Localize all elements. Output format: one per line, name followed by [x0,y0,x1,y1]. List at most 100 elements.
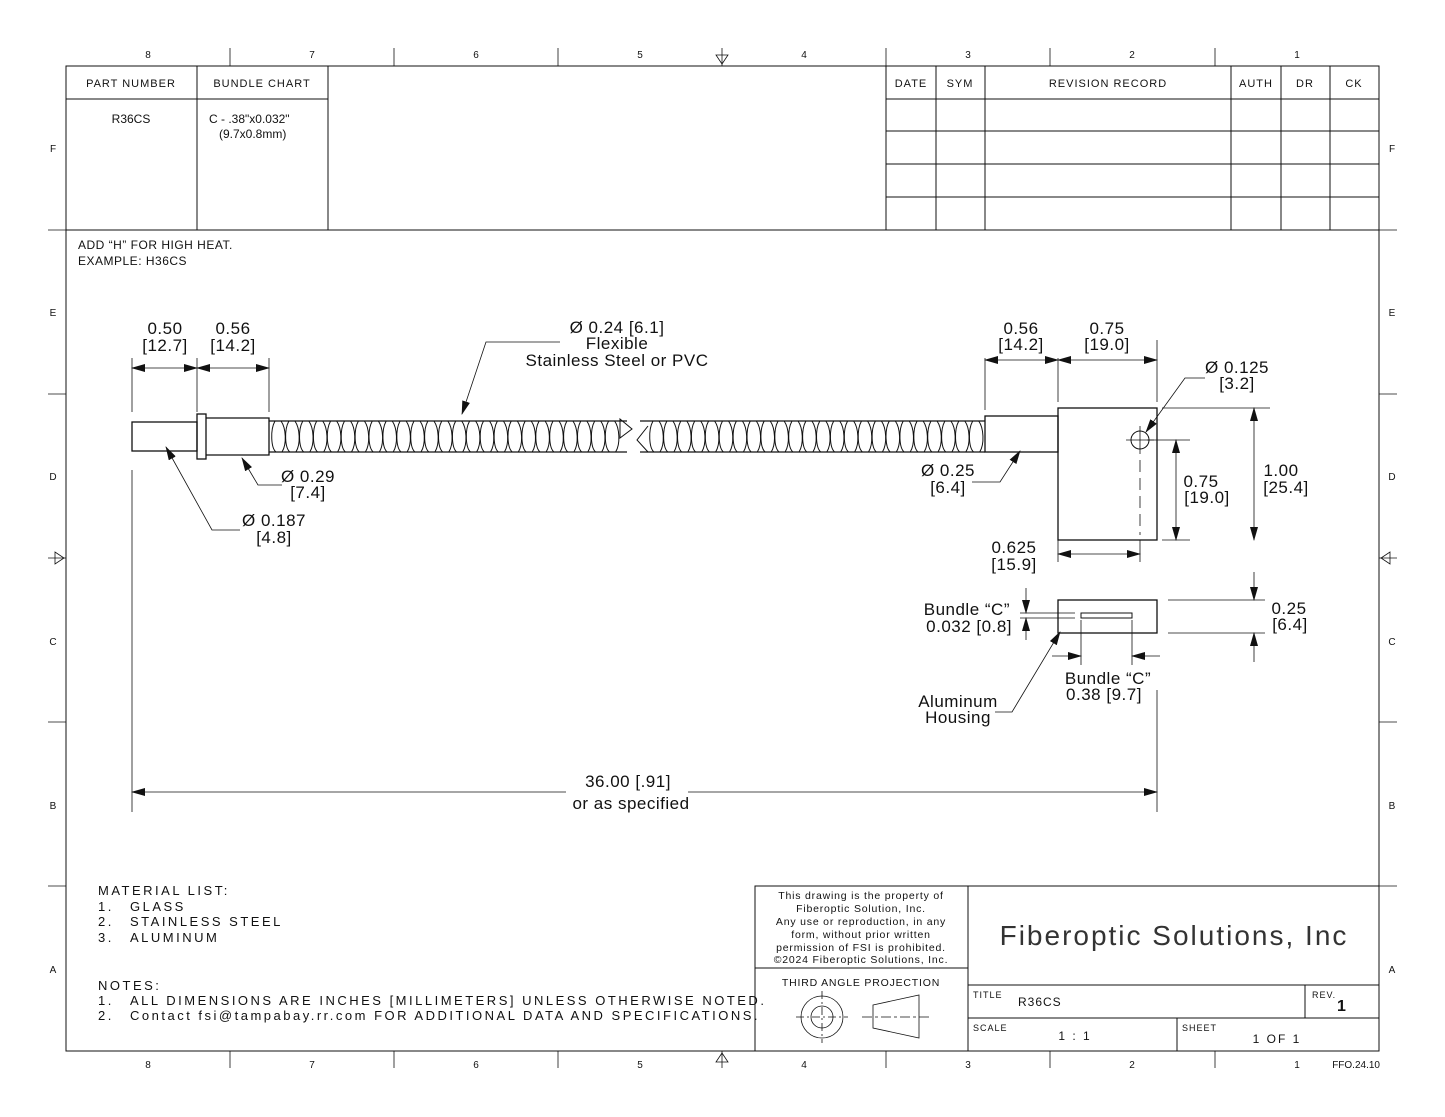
block-length-mm: [19.0] [1084,335,1130,354]
bundle-thickness-label: Bundle “C” [924,600,1010,619]
material-num: 1. [98,899,114,914]
material-item: GLASS [130,899,186,914]
sheath-coil [704,420,720,453]
end-length-mm: [14.2] [998,335,1044,354]
note-num: 1. [98,993,114,1008]
sheath-coil [312,420,328,453]
sheath-coil [649,420,664,453]
sheet-label: SHEET [1182,1023,1217,1033]
zone-label: 8 [145,1060,151,1071]
bundle-width-label: Bundle “C” [1065,669,1151,688]
title-block: This drawing is the property of Fiberopt… [754,885,1380,1052]
sheath-coil [368,420,384,453]
ferrule-diameter-mm: [7.4] [290,483,326,502]
sheath-coil [955,420,970,453]
zone-label: 2 [1129,50,1135,61]
hole-position-mm: [19.0] [1184,488,1230,507]
cable-assembly [131,407,1158,541]
sheath-coil [718,420,734,453]
sheet-code: FFO.24.10 [1332,1060,1380,1071]
block-height-mm: [25.4] [1263,478,1309,497]
part-table: PART NUMBER BUNDLE CHART R36CS C - .38"x… [65,65,329,231]
sheath-coil [968,420,984,453]
material-list-title: MATERIAL LIST: [98,883,230,898]
sheath-coil [493,420,509,453]
end-tube [984,415,1059,453]
bundle-slot [1080,612,1133,619]
slot-position-mm: [15.9] [991,555,1037,574]
sheath-type-label: Flexible [586,334,649,353]
revision-record-header: REVISION RECORD [1049,78,1167,90]
zone-label: 6 [473,50,479,61]
disclaimer-line: This drawing is the property of [778,890,943,902]
sheath-right [649,420,984,453]
note-item: Contact fsi@tampabay.rr.com FOR ADDITION… [130,1008,760,1023]
material-item: STAINLESS STEEL [130,914,283,929]
notes: NOTES: 1. ALL DIMENSIONS ARE INCHES [MIL… [98,978,766,1023]
sheath-coil [590,420,606,453]
ck-header: CK [1345,78,1362,90]
zone-label: 5 [637,1060,643,1071]
sheath-coil [899,420,914,453]
sheath-coil [410,420,425,453]
hole-diameter-mm: [3.2] [1219,374,1255,393]
zone-label: 3 [965,1060,971,1071]
note-num: 2. [98,1008,114,1023]
housing-label-line2: Housing [925,708,991,727]
sheath-coil [788,420,803,453]
zone-label: 5 [637,50,643,61]
zone-label: B [50,801,57,812]
material-num: 2. [98,914,114,929]
overall-length-note: or as specified [572,794,689,813]
sheath-coil [871,420,887,453]
border-frame [48,48,1397,1068]
sheath-coil [354,420,370,453]
zone-label: 2 [1129,1060,1135,1071]
sheath-coil [941,420,956,453]
sheath-coil [927,420,942,453]
revision-table: DATE SYM REVISION RECORD AUTH DR CK [885,65,1380,231]
zone-label: E [50,308,57,319]
zone-labels-bottom: 8 7 6 5 4 3 2 1 FFO.24.10 [145,1060,1380,1071]
bundle-chart-header: BUNDLE CHART [213,78,310,90]
end-diameter-mm: [6.4] [930,478,966,497]
glass-tip [131,421,198,452]
material-num: 3. [98,930,114,945]
title-label: TITLE [973,990,1003,1000]
zone-label: 7 [309,1060,315,1071]
title-value: R36CS [1018,995,1062,1009]
sheath-coil [577,420,592,453]
heat-note-line2: EXAMPLE: H36CS [78,254,187,268]
sheath-coil [340,420,356,453]
block-thickness-dim: 0.25 [1271,599,1306,618]
zone-label: F [50,144,56,155]
bundle-thickness-dim: 0.032 [0.8] [926,617,1012,636]
zone-labels-side: F E D C B A F E D C B A [49,144,1395,976]
housing-end-view [1057,599,1158,634]
ferrule-length-dim: 0.56 [215,319,250,338]
sheath-coil [438,420,453,453]
zone-label: 3 [965,50,971,61]
material-list: MATERIAL LIST: 1. GLASS 2. STAINLESS STE… [98,883,283,945]
sheath-coil [732,420,748,453]
disclaimer-line: ©2024 Fiberoptic Solutions, Inc. [774,954,949,966]
rev-label: REV. [1312,990,1336,1000]
zone-label: C [1388,637,1395,648]
zone-label: B [1389,801,1396,812]
sheath-coil [913,420,928,453]
hole-position-dim: 0.75 [1183,472,1218,491]
zone-label: 8 [145,50,151,61]
sheath-coil [677,420,692,453]
dimension-text: 0.50 [12.7] 0.56 [14.2] Ø 0.24 [6.1] Fle… [142,318,1309,813]
sheath-coil [299,420,314,453]
heat-note-line1: ADD “H” FOR HIGH HEAT. [78,238,233,252]
scale-label: SCALE [973,1023,1008,1033]
tip-length-dim: 0.50 [147,319,182,338]
note-item: ALL DIMENSIONS ARE INCHES [MILLIMETERS] … [130,993,766,1008]
ferrule-diameter-dim: Ø 0.29 [281,467,335,486]
block-thickness-mm: [6.4] [1272,615,1308,634]
sheath-coil [549,420,564,453]
sheath-coil [424,420,439,453]
sheath-coil [451,420,467,453]
dr-header: DR [1296,78,1314,90]
